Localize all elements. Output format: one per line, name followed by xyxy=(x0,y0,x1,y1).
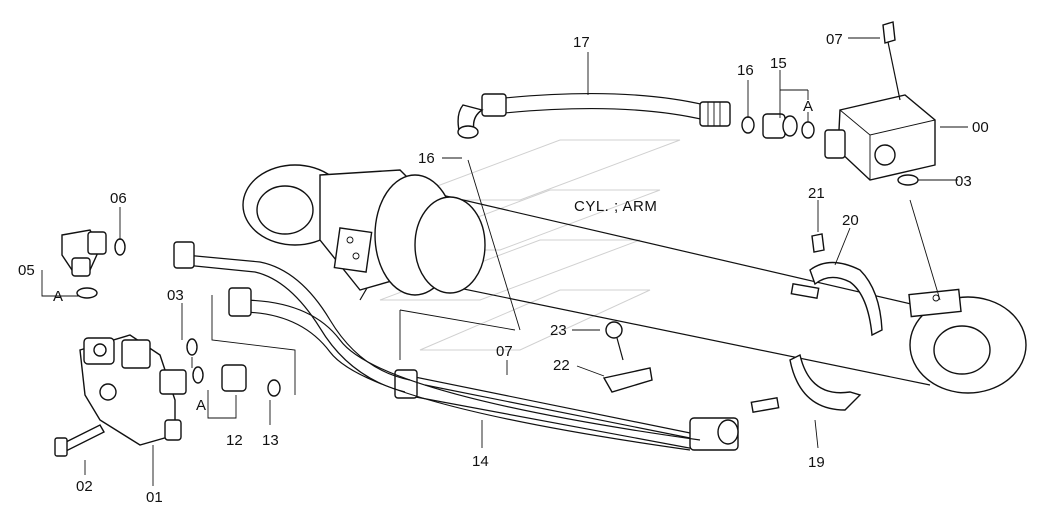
leader-lines xyxy=(41,37,968,486)
label-17: 17 xyxy=(573,34,590,51)
tube-assemblies xyxy=(173,241,701,451)
reference-a-left: A xyxy=(53,288,63,305)
label-16-right: 16 xyxy=(737,62,754,79)
label-22: 22 xyxy=(553,357,570,374)
label-07-mid: 07 xyxy=(496,343,513,360)
label-13: 13 xyxy=(262,432,279,449)
fittings-15-16 xyxy=(741,113,815,139)
elbow-05 xyxy=(61,229,126,299)
label-03-right: 03 xyxy=(955,173,972,190)
label-16-left: 16 xyxy=(418,150,435,167)
arm-cylinder xyxy=(242,164,1027,394)
label-21: 21 xyxy=(808,185,825,202)
label-15: 15 xyxy=(770,55,787,72)
reference-a-upper: A xyxy=(803,98,813,115)
reference-a-lower: A xyxy=(196,397,206,414)
small-parts-left xyxy=(186,338,281,397)
label-00: 00 xyxy=(972,119,989,136)
valve-01 xyxy=(54,334,187,457)
label-06: 06 xyxy=(110,190,127,207)
label-20: 20 xyxy=(842,212,859,229)
label-07-top: 07 xyxy=(826,31,843,48)
clamps xyxy=(602,233,883,413)
label-01: 01 xyxy=(146,489,163,506)
label-02: 02 xyxy=(76,478,93,495)
hose-17 xyxy=(457,93,731,139)
valve-00 xyxy=(824,21,936,186)
label-03-left: 03 xyxy=(167,287,184,304)
label-14: 14 xyxy=(472,453,489,470)
label-23: 23 xyxy=(550,322,567,339)
label-05: 05 xyxy=(18,262,35,279)
label-19: 19 xyxy=(808,454,825,471)
label-12: 12 xyxy=(226,432,243,449)
diagram-caption: CYL. ; ARM xyxy=(574,198,657,215)
